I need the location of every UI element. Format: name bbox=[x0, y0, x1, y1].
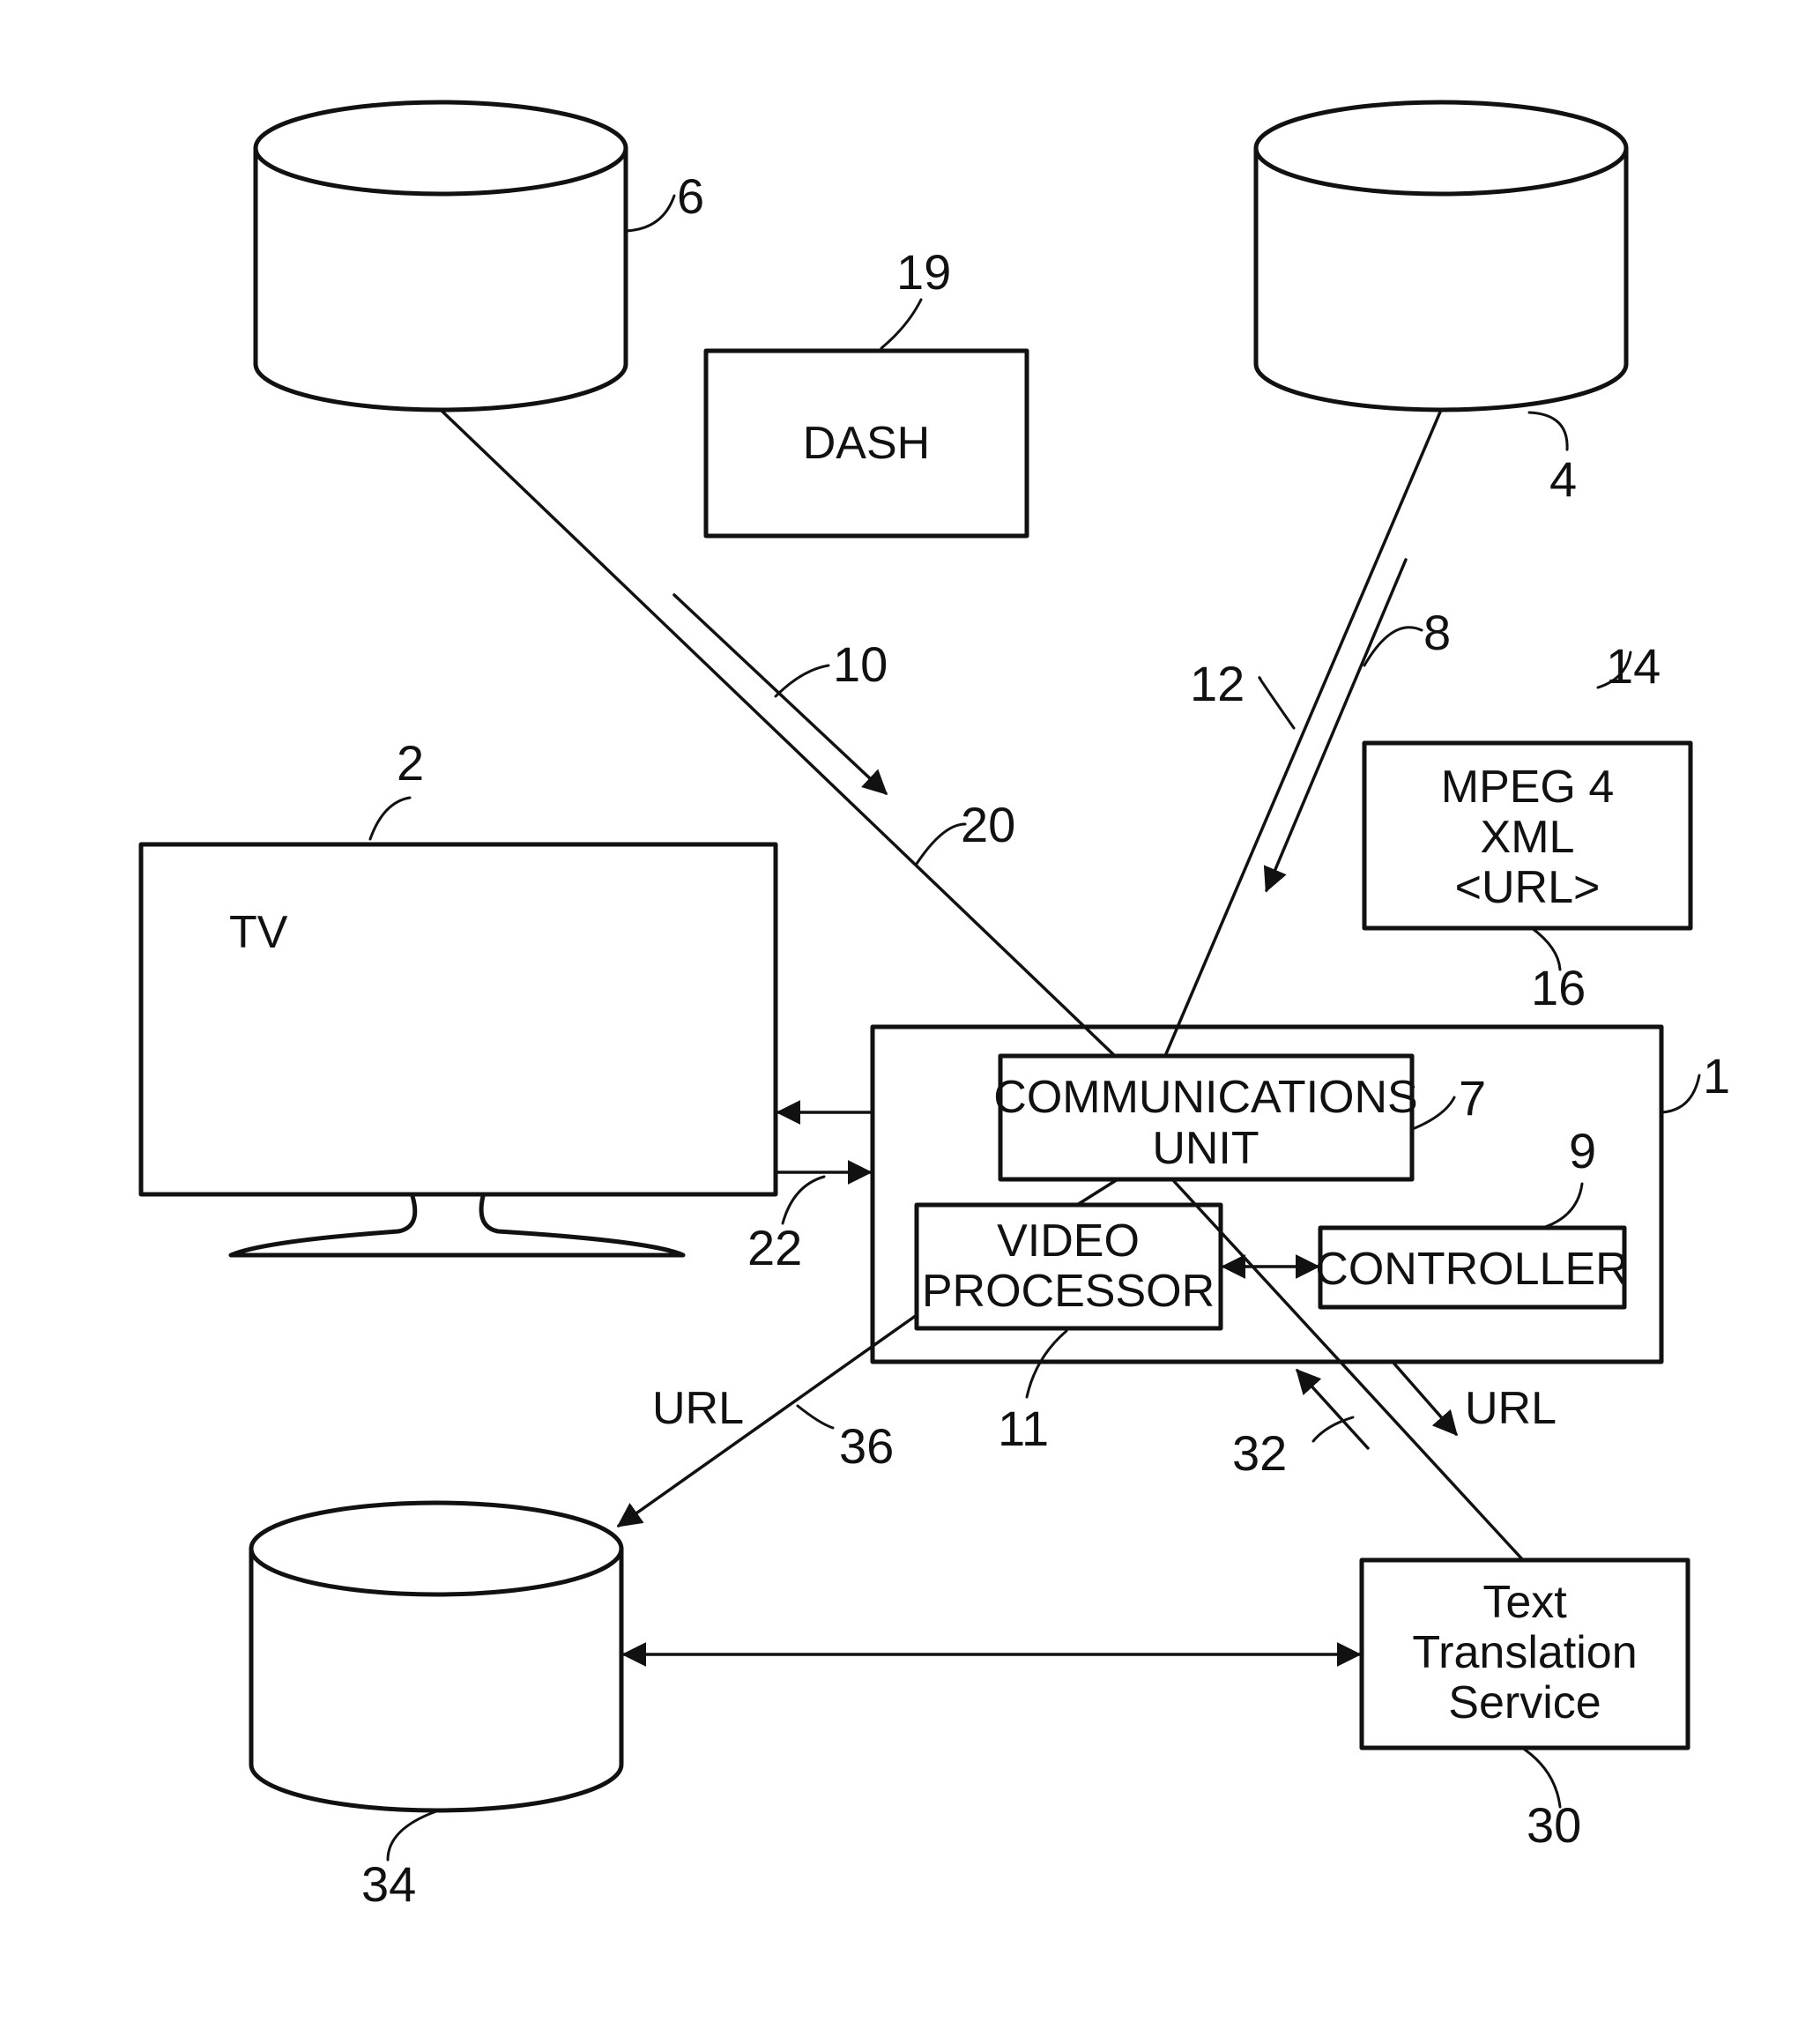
ref-7: 7 bbox=[1459, 1070, 1486, 1126]
ref-9: 9 bbox=[1569, 1123, 1596, 1178]
ref-12: 12 bbox=[1190, 656, 1245, 711]
ref-34: 34 bbox=[361, 1856, 416, 1912]
link-translation bbox=[1172, 1179, 1523, 1560]
arrow-8 bbox=[1267, 560, 1406, 890]
ref-20: 20 bbox=[961, 797, 1015, 852]
controller-label: CONTROLLER bbox=[1315, 1244, 1628, 1295]
url-label-left: URL bbox=[652, 1383, 744, 1434]
arrow-url-right bbox=[1393, 1362, 1456, 1434]
ref-2: 2 bbox=[397, 735, 424, 791]
comms-line-1: COMMUNICATIONS bbox=[993, 1072, 1417, 1123]
dash-label: DASH bbox=[803, 418, 930, 469]
ref-32: 32 bbox=[1232, 1425, 1287, 1481]
translation-line-2: Translation bbox=[1412, 1627, 1637, 1678]
ref-19: 19 bbox=[896, 244, 951, 300]
ref-22: 22 bbox=[747, 1220, 802, 1275]
video-line-2: PROCESSOR bbox=[922, 1266, 1215, 1317]
ref-36: 36 bbox=[839, 1418, 894, 1474]
ref-6: 6 bbox=[677, 168, 704, 224]
ref-30: 30 bbox=[1527, 1797, 1581, 1853]
translation-line-1: Text bbox=[1482, 1577, 1567, 1628]
comms-line-2: UNIT bbox=[1152, 1123, 1259, 1174]
database-34 bbox=[251, 1503, 621, 1810]
database-4 bbox=[1256, 102, 1626, 410]
ref-16: 16 bbox=[1531, 960, 1586, 1015]
mpeg-line-2: XML bbox=[1481, 812, 1575, 863]
link-12 bbox=[1165, 410, 1441, 1056]
tv-monitor bbox=[141, 844, 776, 1255]
ref-14: 14 bbox=[1606, 638, 1661, 694]
url-label-right: URL bbox=[1465, 1383, 1557, 1434]
mpeg-line-1: MPEG 4 bbox=[1441, 762, 1615, 813]
link-comms-video bbox=[1077, 1179, 1118, 1205]
ref-8: 8 bbox=[1423, 605, 1451, 660]
ref-10: 10 bbox=[833, 636, 888, 692]
arrow-10 bbox=[674, 595, 886, 793]
ref-1: 1 bbox=[1703, 1048, 1730, 1104]
translation-line-3: Service bbox=[1448, 1677, 1601, 1728]
video-line-1: VIDEO bbox=[997, 1215, 1140, 1267]
ref-11: 11 bbox=[998, 1401, 1049, 1456]
database-6 bbox=[256, 102, 626, 410]
mpeg-line-3: <URL> bbox=[1455, 862, 1601, 913]
tv-label: TV bbox=[229, 907, 288, 958]
ref-4: 4 bbox=[1549, 451, 1577, 507]
